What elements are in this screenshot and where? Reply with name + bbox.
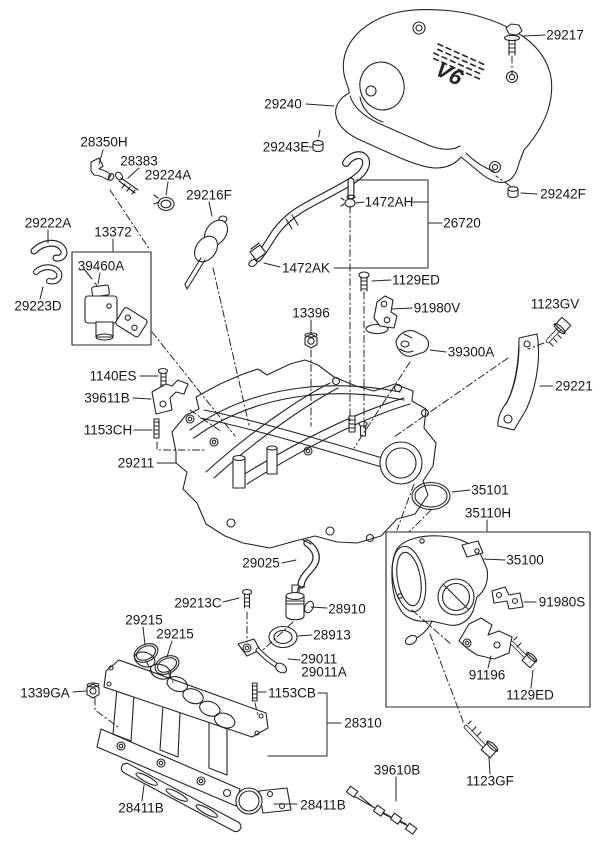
part-label-91196: 91196 — [468, 667, 506, 683]
bolt-29217-drawing — [503, 23, 523, 56]
part-label-1140ES: 1140ES — [89, 368, 137, 384]
part-label-29216F: 29216F — [186, 187, 232, 203]
sensor-39300A-drawing — [395, 330, 430, 357]
part-label-29224A: 29224A — [144, 167, 192, 183]
hose-26720-drawing — [248, 151, 371, 268]
nut-13396-drawing — [304, 332, 318, 349]
bracket-91196-drawing — [458, 617, 513, 660]
part-label-13372: 13372 — [94, 224, 132, 240]
hose-29223D-drawing — [33, 264, 63, 285]
part-label-1472AK: 1472AK — [281, 260, 331, 276]
part-label-39610B: 39610B — [373, 762, 421, 778]
cover-grille — [432, 43, 485, 80]
part-label-29217: 29217 — [546, 27, 584, 43]
screw-28383-drawing — [114, 171, 139, 195]
group-bracket-26720 — [333, 179, 443, 269]
part-label-35110H: 35110H — [464, 505, 512, 521]
part-label-29011: 29011 — [300, 651, 338, 667]
part-label-13396: 13396 — [292, 305, 330, 321]
part-label-1123GF: 1123GF — [466, 773, 514, 789]
part-label-29211: 29211 — [117, 455, 155, 471]
part-label-29011A: 29011A — [301, 664, 347, 680]
part-label-28310: 28310 — [344, 715, 382, 731]
valve-28910-drawing — [285, 584, 314, 621]
fitting-28350H-drawing — [90, 157, 115, 181]
lower-manifold-drawing — [96, 651, 269, 807]
part-label-29215-1: 29215 — [125, 612, 163, 628]
assembly-box-13372 — [71, 251, 152, 346]
throttle-body-35100-drawing — [391, 535, 489, 646]
part-label-29213C: 29213C — [174, 595, 222, 611]
part-label-91980S: 91980S — [538, 594, 586, 610]
part-label-1472AH: 1472AH — [364, 194, 414, 210]
group-bracket-28310 — [267, 692, 342, 757]
bracket-29011-drawing — [237, 638, 288, 674]
part-label-28411B-left: 28411B — [118, 800, 164, 816]
assembly-box-35110H — [385, 531, 591, 708]
harness-39610B-drawing — [345, 785, 418, 835]
bolt-1123GV-drawing — [545, 316, 572, 347]
grommet-29243E-drawing — [312, 140, 324, 153]
part-label-29242F: 29242F — [540, 186, 586, 202]
gasket-28411B-left-drawing — [120, 762, 242, 833]
part-label-28350H: 28350H — [80, 134, 128, 150]
part-label-39460A: 39460A — [77, 258, 125, 274]
part-label-35101: 35101 — [471, 482, 509, 498]
part-label-29240: 29240 — [264, 96, 302, 112]
part-label-29221: 29221 — [555, 378, 593, 394]
hose-29222A-drawing — [30, 239, 68, 262]
part-label-39300A: 39300A — [447, 344, 495, 360]
part-label-91980V: 91980V — [413, 300, 461, 316]
stud-1153CB-drawing — [251, 682, 258, 702]
bolt-1140ES-drawing — [157, 367, 169, 390]
bracket-91980V-drawing — [365, 295, 398, 335]
fitting-1472AK-drawing — [248, 242, 267, 268]
part-label-1339GA: 1339GA — [20, 685, 70, 701]
clamp-29224A-drawing — [153, 194, 175, 212]
grommet-28913-drawing — [268, 625, 298, 649]
actuator-29216F-drawing — [184, 215, 229, 290]
clamp-1472AH-drawing — [340, 197, 356, 208]
bracket-91980S-drawing — [491, 586, 524, 610]
part-label-29025: 29025 — [242, 555, 280, 571]
part-label-26720: 26720 — [443, 215, 481, 231]
part-label-29222A: 29222A — [24, 215, 72, 231]
bracket-29221-drawing — [497, 333, 540, 431]
stud-1153CH-drawing — [153, 418, 160, 439]
nut-1339GA-drawing — [86, 682, 100, 699]
hose-29025-drawing — [296, 539, 320, 589]
part-label-1123GV: 1123GV — [530, 296, 580, 312]
part-label-28383: 28383 — [120, 153, 158, 169]
engine-cover-drawing: V6 — [335, 9, 553, 183]
gasket-28411B-right-drawing — [235, 787, 292, 815]
part-label-1129ED-lower: 1129ED — [506, 687, 554, 703]
upper-manifold-drawing — [171, 359, 437, 549]
part-label-1153CB: 1153CB — [268, 685, 316, 701]
part-label-28910: 28910 — [328, 601, 366, 617]
bolt-1129ED-top-drawing — [358, 271, 370, 292]
bolt-29213C-drawing — [241, 588, 253, 609]
bolt-1123GF-drawing — [463, 720, 499, 759]
leader-lines — [39, 34, 554, 805]
bolt-1129ED-lower-drawing — [510, 636, 538, 669]
reference-lines — [94, 55, 545, 728]
part-label-39611B: 39611B — [84, 390, 130, 406]
part-label-29215-2: 29215 — [156, 626, 194, 642]
part-label-28411B-right: 28411B — [300, 797, 346, 813]
bracket-39611B-drawing — [151, 379, 189, 415]
part-label-35100: 35100 — [506, 552, 544, 568]
part-label-29243E: 29243E — [262, 139, 310, 155]
grommet-29242F-drawing — [507, 186, 519, 199]
part-label-1153CH: 1153CH — [83, 422, 133, 438]
part-label-1129ED-top: 1129ED — [392, 272, 440, 288]
part-label-28913: 28913 — [313, 627, 351, 643]
part-label-29223D: 29223D — [14, 298, 62, 314]
